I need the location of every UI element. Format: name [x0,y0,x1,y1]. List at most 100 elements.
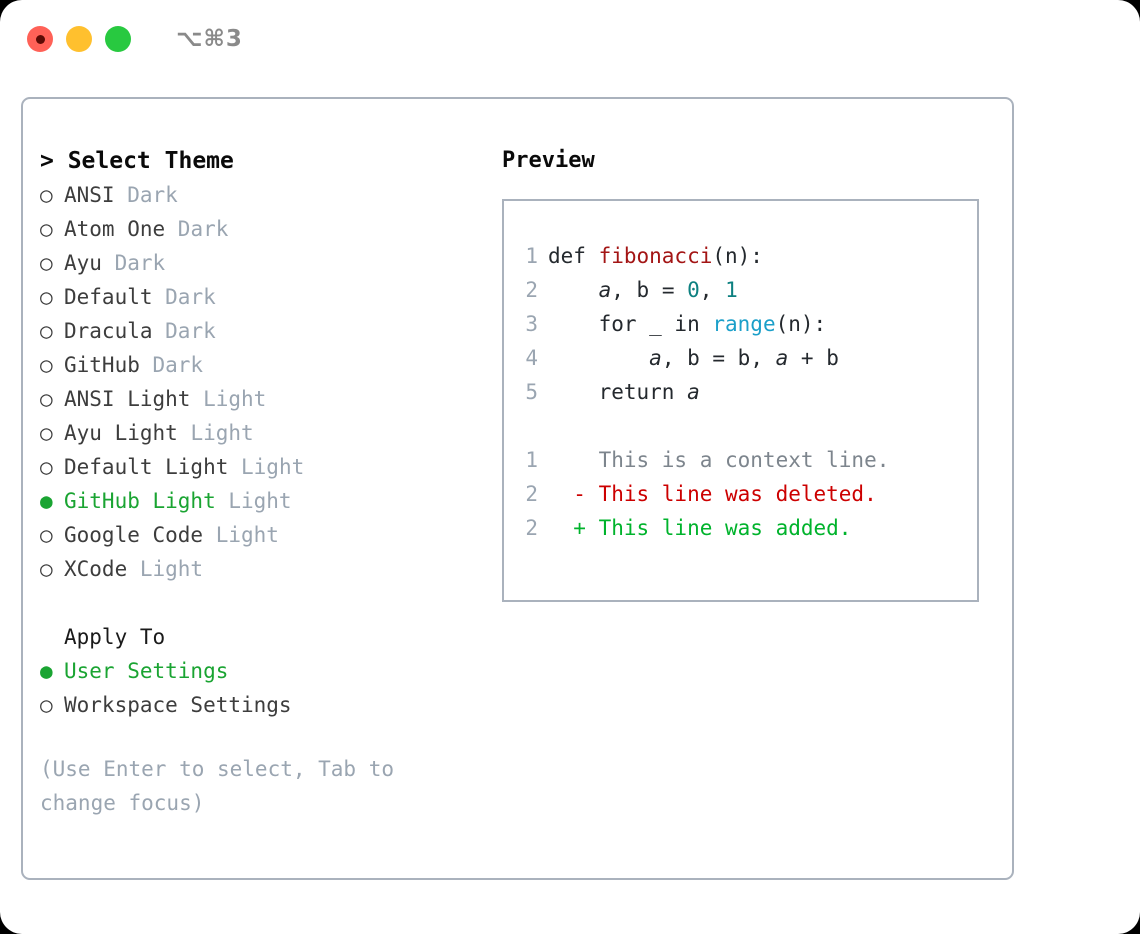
radio-unselected-icon: ○ [40,523,53,547]
code-token: 0 [687,278,700,302]
theme-variant-tag: Light [127,557,204,581]
traffic-lights [27,26,131,52]
code-token: a [775,346,789,370]
radio-unselected-icon: ○ [40,353,53,377]
theme-variant-tag: Light [228,455,305,479]
theme-option-label: ANSI [64,183,115,207]
theme-option[interactable]: ○ Dracula Dark [40,314,490,348]
theme-variant-tag: Dark [139,353,204,377]
diff-text: - This line was deleted. [548,482,877,506]
code-token: = [649,278,688,302]
theme-option[interactable]: ○Google Code Light [40,518,490,552]
radio-unselected-icon: ○ [40,217,53,241]
code-token: (n): [775,312,827,336]
content-panel: > Select Theme ○ANSI Dark○Atom One Dark○… [21,97,1014,880]
theme-picker-header: > Select Theme [40,148,234,174]
code-token: , [699,278,726,302]
code-text: def fibonacci(n): [548,239,763,273]
code-token: for _ in [548,312,713,336]
diff-line: 1 This is a context line. [504,443,977,477]
theme-variant-tag: Dark [152,285,216,309]
theme-option-label: Default [64,285,153,309]
code-token: a [598,278,612,302]
theme-option-label: Ayu Light [64,421,178,445]
code-line: 3 for _ in range(n): [504,307,977,341]
theme-variant-tag: Light [177,421,254,445]
code-token: range [712,312,776,336]
code-token: + b [788,346,839,370]
radio-unselected-icon: ○ [40,183,53,207]
theme-option-label: XCode [64,557,128,581]
code-token: a [687,380,700,404]
apply-to-option-label: User Settings [64,659,229,683]
radio-unselected-icon: ○ [40,455,53,479]
radio-selected-icon: ● [40,489,53,513]
theme-variant-tag: Light [190,387,267,411]
code-text: a, b = 0, 1 [548,273,738,307]
diff-text: This is a context line. [548,448,890,472]
theme-option[interactable]: ○ XCode Light [40,552,490,586]
diff-sample: 1 This is a context line.2 - This line w… [504,443,977,545]
theme-variant-tag: Dark [114,183,178,207]
code-token: a [649,346,662,370]
code-token: , [611,278,637,302]
diff-spacer [504,409,977,443]
code-text: for _ in range(n): [548,307,827,341]
theme-option[interactable]: ○GitHub Dark [40,348,490,382]
theme-option-label: GitHub Light [64,489,216,513]
theme-option-label: Atom One [64,217,166,241]
code-token: 1 [725,278,738,302]
theme-option[interactable]: ○ Ayu Light Light [40,416,490,450]
title-bar: ⌥⌘3 [0,0,1140,78]
apply-to-list: ● User Settings ○Workspace Settings [40,654,490,722]
line-number: 2 [525,516,538,540]
line-number: 2 [525,482,538,506]
zoom-button[interactable] [105,26,131,52]
diff-line: 2 - This line was deleted. [504,477,977,511]
theme-option[interactable]: ○Default Dark [40,280,490,314]
line-number: 4 [525,346,538,370]
code-token [548,278,599,302]
code-text: a, b = b, a + b [548,341,839,375]
radio-unselected-icon: ○ [40,693,53,717]
apply-to-label: Apply To [64,625,166,649]
code-token: , b = b, [661,346,776,370]
diff-text: + This line was added. [548,516,852,540]
code-line: 4 a, b = b, a + b [504,341,977,375]
theme-option[interactable]: ●GitHub Light Light [40,484,490,518]
close-button[interactable] [27,26,53,52]
theme-option[interactable]: ○Atom One Dark [40,212,490,246]
code-token: fibonacci [598,244,713,268]
code-line: 2 a, b = 0, 1 [504,273,977,307]
theme-variant-tag: Dark [152,319,216,343]
theme-option[interactable]: ○ Default Light Light [40,450,490,484]
keyboard-shortcut-label: ⌥⌘3 [176,26,243,52]
theme-list: ○ANSI Dark○Atom One Dark○Ayu Dark○Defaul… [40,178,490,586]
radio-unselected-icon: ○ [40,421,53,445]
apply-to-option[interactable]: ● User Settings [40,654,490,688]
line-number: 3 [525,312,538,336]
theme-option-label: ANSI Light [64,387,191,411]
radio-selected-icon: ● [40,659,53,683]
minimize-button[interactable] [66,26,92,52]
theme-option[interactable]: ○ ANSI Light Light [40,382,490,416]
preview-title: Preview [502,148,595,173]
theme-variant-tag: Light [203,523,279,547]
radio-unselected-icon: ○ [40,319,53,343]
diff-line: 2 + This line was added. [504,511,977,545]
code-text: return a [548,375,700,409]
apply-to-option[interactable]: ○Workspace Settings [40,688,490,722]
radio-unselected-icon: ○ [40,557,53,581]
radio-unselected-icon: ○ [40,387,53,411]
code-token: b [636,278,650,302]
theme-option[interactable]: ○Ayu Dark [40,246,490,280]
line-number: 1 [525,448,538,472]
line-number: 5 [525,380,538,404]
theme-option-label: Dracula [64,319,153,343]
theme-option[interactable]: ○ ANSI Dark [40,178,490,212]
theme-option-label: Default Light [64,455,229,479]
